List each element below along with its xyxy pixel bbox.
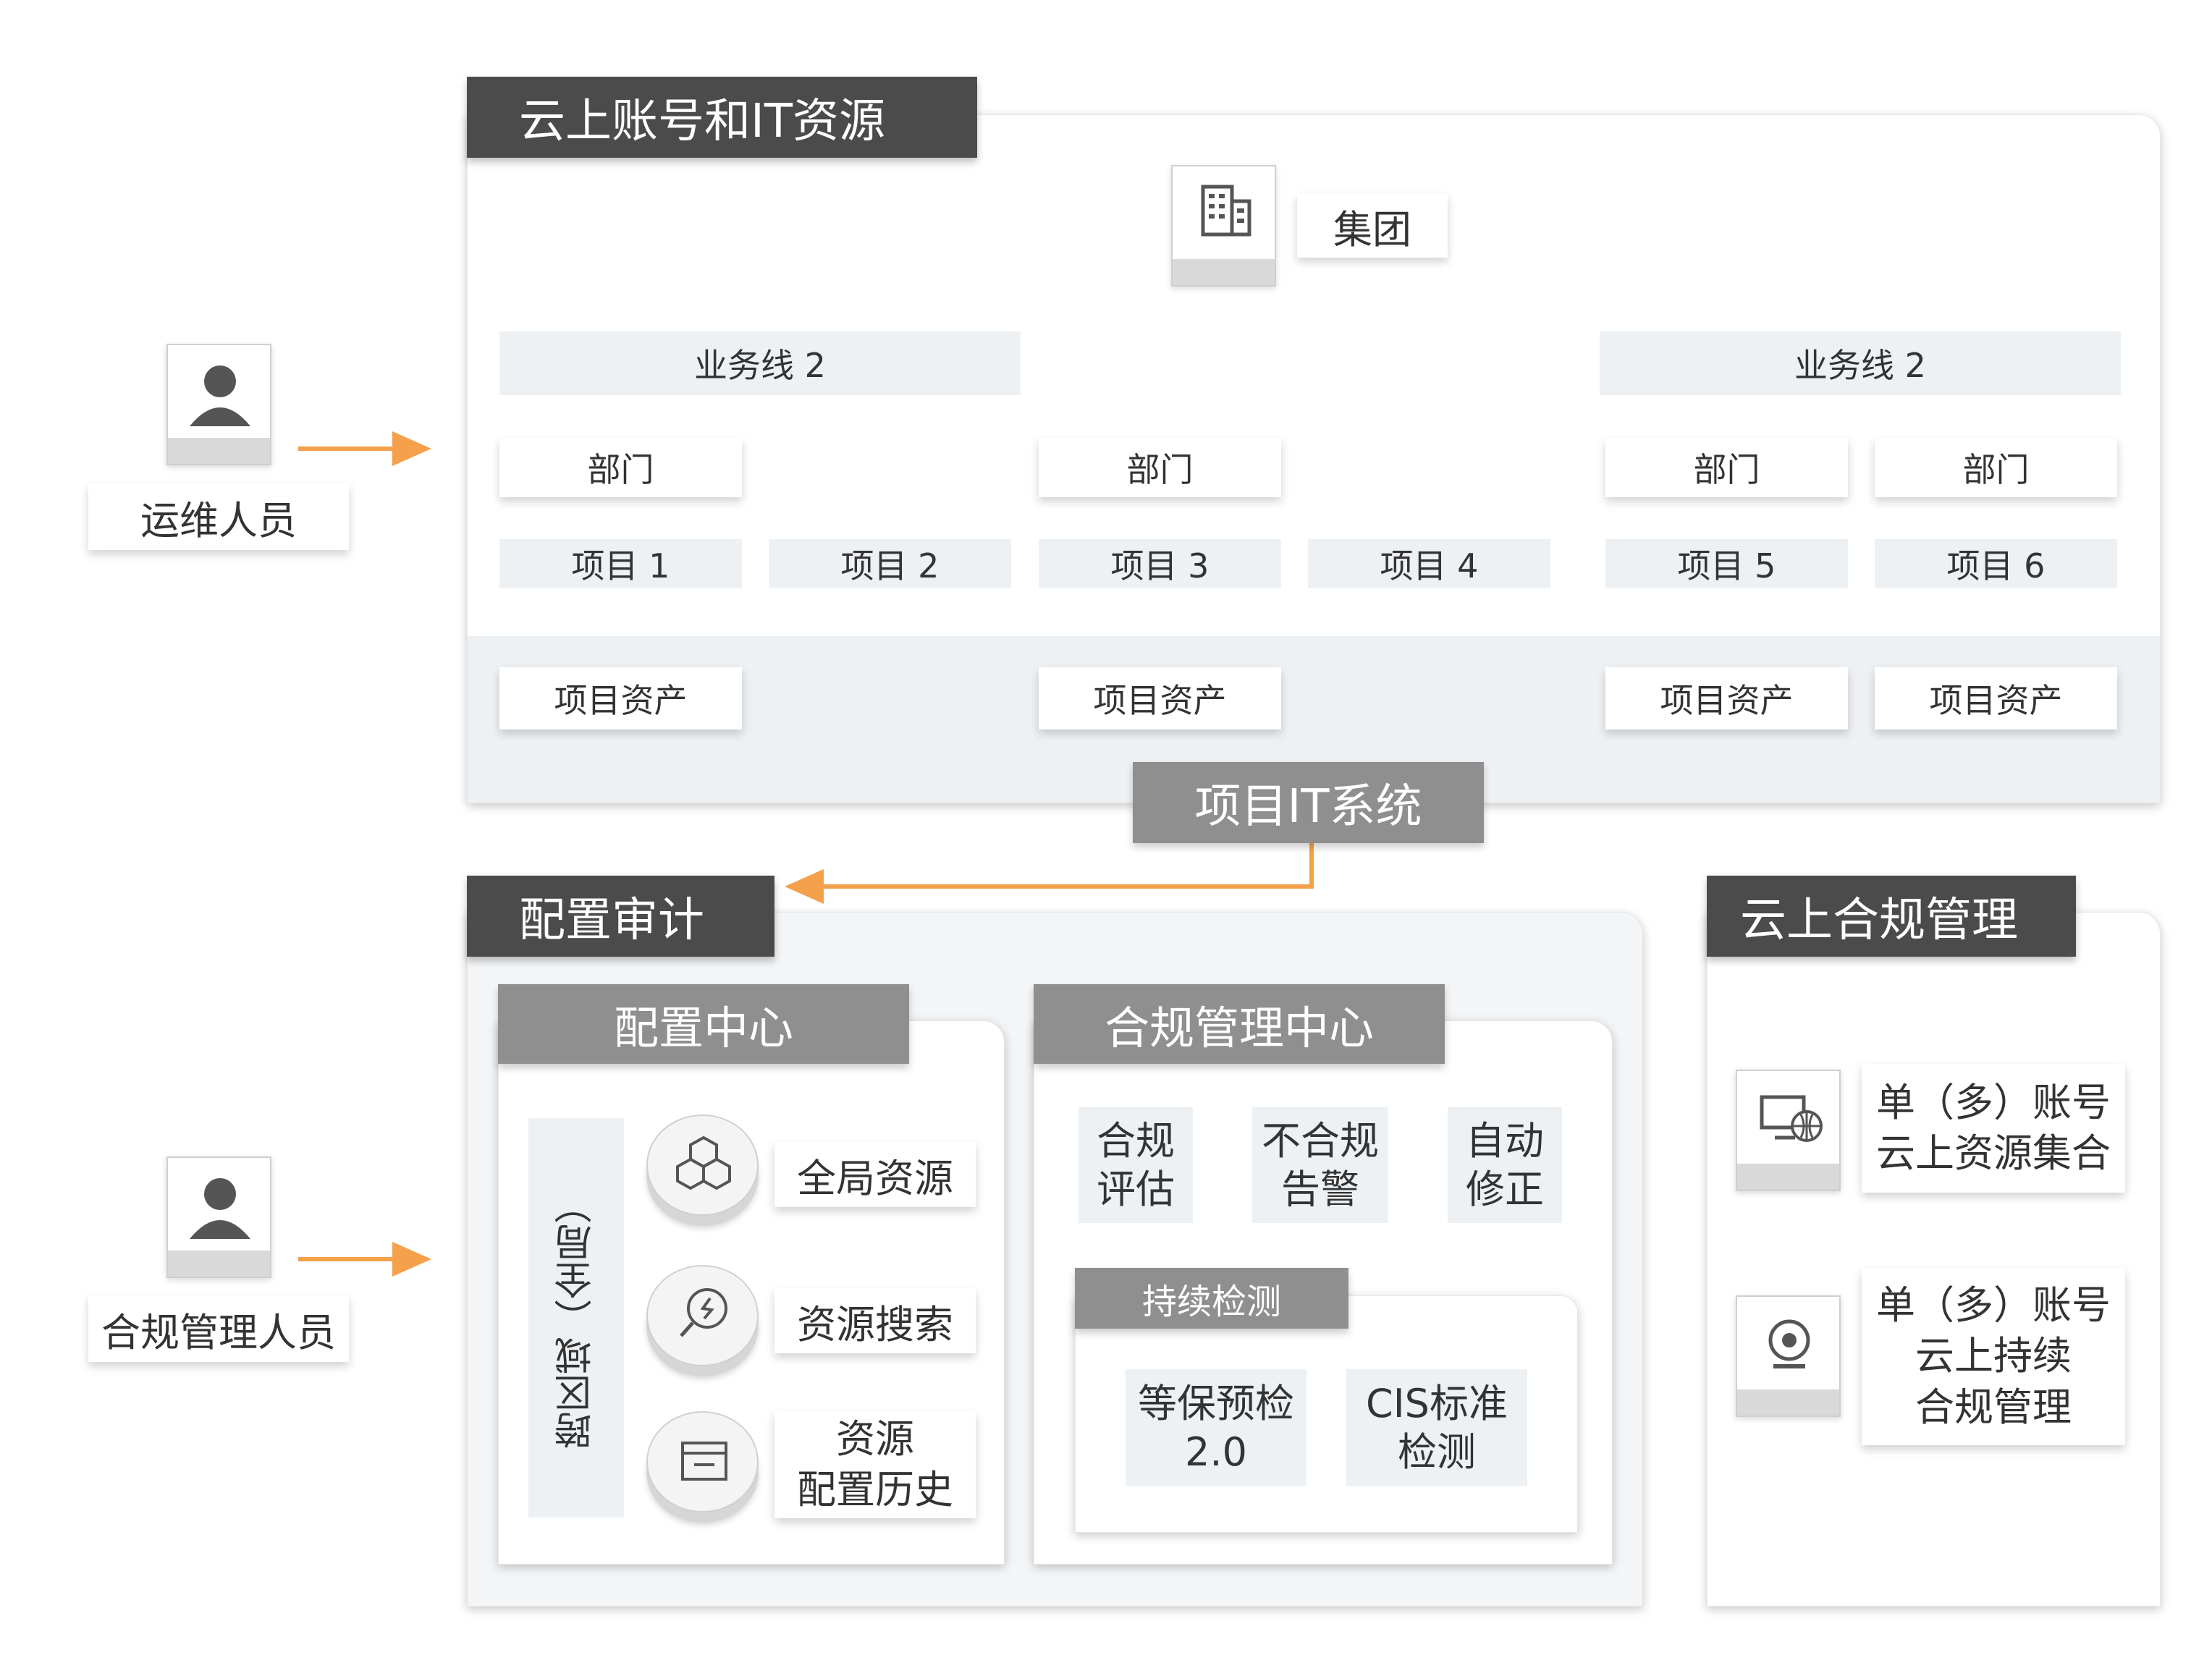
business-line-left: 业务线 2	[499, 331, 1021, 395]
continuous-compliance-icon-card	[1736, 1295, 1841, 1417]
cross-region-text: 跨区域（全局）	[554, 1186, 599, 1450]
monitor-globe-icon	[1760, 1095, 1823, 1142]
continuous-detection-title: 持续检测	[1075, 1268, 1348, 1329]
resource-collection-label: 单（多）账号 云上资源集合	[1862, 1064, 2125, 1193]
project-asset-4: 项目资产	[1875, 667, 2117, 729]
business-line-right: 业务线 2	[1600, 331, 2121, 395]
cloud-accounts-title: 云上账号和IT资源	[467, 77, 977, 158]
cloud-compliance-panel	[1707, 912, 2161, 1607]
project-asset-3: 项目资产	[1605, 667, 1848, 729]
cis-benchmark: CIS标准 检测	[1346, 1369, 1527, 1486]
noncompliance-alert: 不合规 告警	[1252, 1107, 1388, 1223]
auto-remediate: 自动 修正	[1448, 1107, 1562, 1223]
config-history-disk	[646, 1411, 759, 1512]
config-center-title: 配置中心	[498, 984, 909, 1064]
mlps-precheck: 等保预检 2.0	[1126, 1369, 1306, 1486]
cubes-icon	[676, 1135, 731, 1190]
project-1: 项目 1	[499, 539, 742, 588]
building-icon	[1201, 185, 1251, 237]
department-3: 部门	[1605, 438, 1848, 497]
project-4: 项目 4	[1308, 539, 1550, 588]
config-audit-title: 配置审计	[467, 876, 774, 957]
group-icon-card	[1171, 165, 1276, 287]
resource-search-label: 资源搜索	[774, 1288, 976, 1353]
history-icon	[681, 1442, 727, 1481]
department-1: 部门	[499, 438, 742, 497]
webcam-icon	[1768, 1319, 1810, 1368]
department-2: 部门	[1039, 438, 1281, 497]
group-label: 集团	[1297, 194, 1448, 258]
compliance-person-card	[166, 1156, 271, 1278]
search-icon	[680, 1288, 727, 1337]
continuous-compliance-label: 单（多）账号 云上持续 合规管理	[1862, 1268, 2125, 1445]
project-3: 项目 3	[1039, 539, 1281, 588]
config-history-label: 资源 配置历史	[774, 1411, 976, 1518]
person-icon	[190, 365, 250, 426]
global-resource-disk	[646, 1114, 759, 1216]
project-6: 项目 6	[1875, 539, 2117, 588]
compliance-role-label: 合规管理人员	[88, 1295, 349, 1362]
resource-collection-icon-card	[1736, 1070, 1841, 1191]
department-4: 部门	[1875, 438, 2117, 497]
project-2: 项目 2	[769, 539, 1011, 588]
project-5: 项目 5	[1605, 539, 1848, 588]
project-asset-1: 项目资产	[499, 667, 742, 729]
cloud-compliance-title: 云上合规管理	[1707, 876, 2076, 957]
compliance-center-title: 合规管理中心	[1034, 984, 1445, 1064]
ops-person-card	[166, 344, 271, 465]
project-asset-2: 项目资产	[1039, 667, 1281, 729]
person-icon	[190, 1178, 250, 1239]
ops-role-label: 运维人员	[88, 483, 349, 550]
it-system-label: 项目IT系统	[1133, 762, 1484, 843]
compliance-assess: 合规 评估	[1078, 1107, 1193, 1223]
global-resource-label: 全局资源	[774, 1142, 976, 1207]
cross-region-label: 跨区域（全局）	[528, 1118, 624, 1518]
resource-search-disk	[646, 1265, 759, 1366]
